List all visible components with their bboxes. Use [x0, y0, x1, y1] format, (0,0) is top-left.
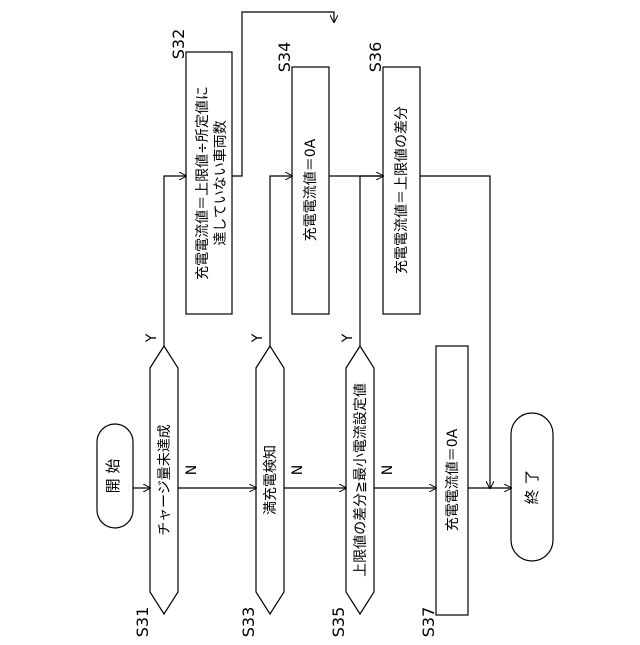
- step-id-s31: S31: [133, 607, 152, 638]
- decision-s35-label: 上限値の差分≧最小電流設定値: [353, 383, 369, 577]
- s31-yes-label: Y: [144, 333, 160, 343]
- decision-s31-label: チャージ量未達成: [157, 424, 173, 536]
- step-id-s34: S34: [275, 42, 294, 73]
- step-id-s35: S35: [329, 607, 348, 638]
- s35-yes-label: Y: [340, 333, 356, 343]
- step-id-s37: S37: [419, 607, 438, 638]
- step-id-s32: S32: [169, 29, 188, 60]
- s33-yes-label: Y: [250, 333, 266, 343]
- decision-s33-label: 満充電検知: [262, 445, 279, 515]
- s35-no-label: N: [380, 465, 396, 475]
- connector-s31-yes: [164, 176, 186, 346]
- process-s37-label: 充電電流値＝0A: [445, 428, 461, 531]
- connector-s35-yes: [360, 176, 383, 346]
- start-label: 開 始: [104, 459, 122, 494]
- process-s36-label: 充電電流値＝上限値の差分: [394, 106, 410, 274]
- s33-no-label: N: [290, 465, 306, 475]
- connector-s33-yes: [270, 176, 292, 346]
- process-s32-line1: 充電電流値＝上限値÷所定値に: [195, 86, 211, 280]
- process-s34-label: 充電電流値＝0A: [303, 138, 319, 241]
- step-id-s33: S33: [239, 607, 258, 638]
- end-label: 終 了: [523, 470, 541, 505]
- process-s32-line2: 達していない車両数: [212, 120, 229, 246]
- step-id-s36: S36: [366, 42, 385, 73]
- s31-no-label: N: [184, 465, 200, 475]
